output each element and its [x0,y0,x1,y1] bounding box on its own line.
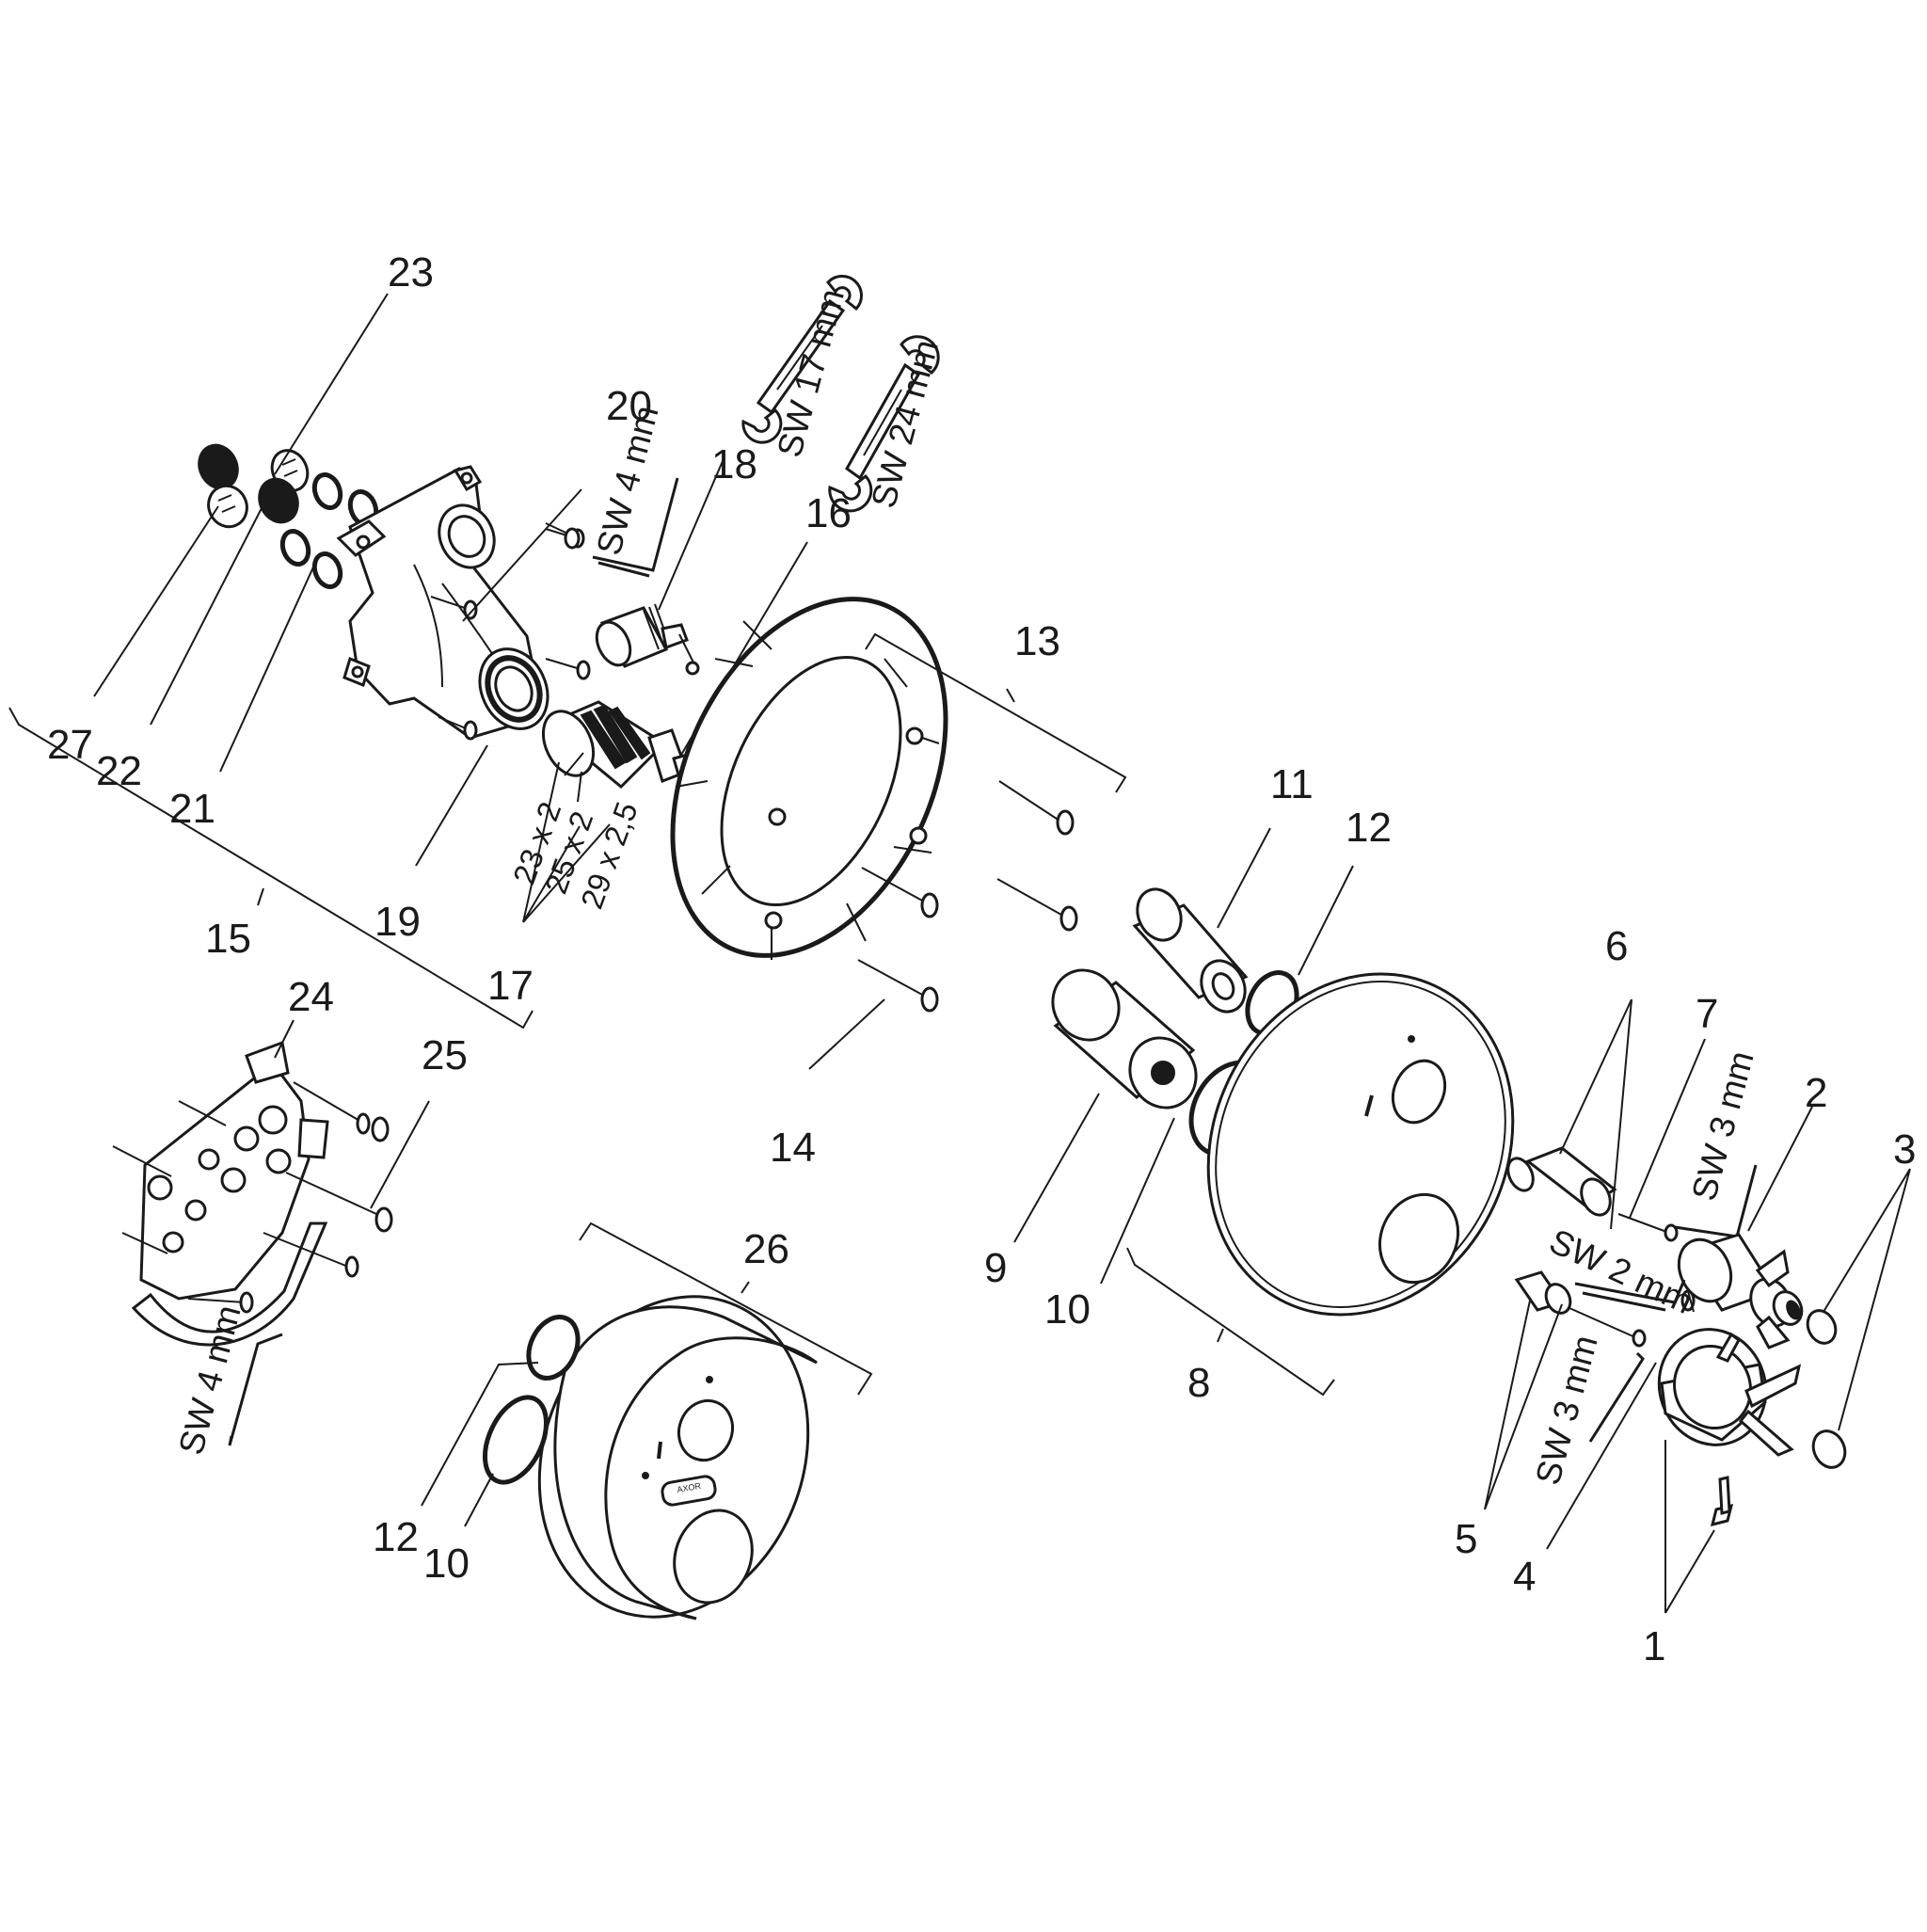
sleeve-part-11 [1132,887,1249,1014]
tool-size-labels: SW 4 mm SW 17 mm SW 24 mm SW 3 mm SW 2 m… [171,285,1761,1489]
cap-part-3 [1806,1309,1847,1469]
label-7: 7 [1696,991,1718,1037]
screw-part-7 [1617,1213,1679,1242]
o-ring-part-21 [279,472,379,589]
screw-part-4 [1569,1279,1686,1348]
label-12-bottom: 12 [373,1514,419,1560]
label-12-top: 12 [1346,805,1392,851]
label-3: 3 [1893,1126,1916,1173]
handle-part-1 [1657,1328,1802,1527]
valve-body-part-19 [336,465,549,740]
o-ring-size-labels: 23 x 2 25 x 2 29 x 2,5 [506,797,645,913]
label-25: 25 [422,1032,468,1078]
label-27: 27 [47,722,93,768]
wrench-sw24 [828,335,940,513]
back-plate-part-24 [131,1040,329,1347]
screw-set-part-25 [112,1081,393,1314]
allen-key-sw3-bottom [1588,1351,1645,1443]
tool-sw3-bottom-label: SW 3 mm [1528,1332,1605,1489]
label-21: 21 [169,786,215,832]
label-2: 2 [1805,1070,1827,1116]
escutcheon-part-8 [1206,972,1515,1317]
label-10-bottom: 10 [423,1541,470,1587]
label-16: 16 [805,490,852,536]
label-4: 4 [1513,1554,1536,1600]
label-17: 17 [487,963,534,1009]
label-22: 22 [96,748,142,794]
o-ring-part-10-bottom [483,1395,549,1485]
handle-base-part-2 [1677,1233,1804,1349]
callout-labels: 23 27 22 21 15 19 20 18 16 17 13 14 11 1… [47,249,1916,1669]
connector-part-27 [198,443,248,529]
label-15: 15 [205,916,251,962]
label-14: 14 [770,1125,816,1171]
label-26: 26 [743,1226,789,1272]
mounting-ring-part-13 [670,597,948,960]
connector-part-22 [258,449,310,524]
label-20: 20 [606,383,652,429]
label-18: 18 [711,441,757,487]
label-8: 8 [1187,1360,1210,1406]
label-13: 13 [1014,618,1060,664]
brand-logo: AXOR [677,1481,702,1494]
check-valve-part-18 [595,603,700,676]
label-1: 1 [1643,1623,1665,1669]
screw-part-5 [1680,1289,1696,1313]
label-5: 5 [1455,1516,1477,1562]
tool-sw4-top-label: SW 4 mm [589,402,666,559]
label-9: 9 [984,1245,1007,1291]
screw-set-part-14 [857,780,1078,1013]
extension-part-6 [1506,1146,1617,1315]
label-24: 24 [288,974,334,1020]
o-ring-part-12-bottom [526,1315,581,1381]
escutcheon-part-26: AXOR [537,1295,818,1621]
label-11: 11 [1270,761,1314,807]
leader-lines [8,293,1911,1614]
tool-sw3-top-label: SW 3 mm [1684,1047,1761,1205]
label-10-top: 10 [1044,1286,1091,1333]
wrench-sw17 [741,275,863,444]
screw-part-20 [545,527,581,550]
allen-key-sw4-top [592,477,679,578]
sleeve-part-9 [1051,968,1198,1110]
label-6: 6 [1605,923,1628,969]
label-19: 19 [374,899,421,945]
allen-key-sw4-bottom [228,1333,283,1446]
label-23: 23 [388,249,434,295]
